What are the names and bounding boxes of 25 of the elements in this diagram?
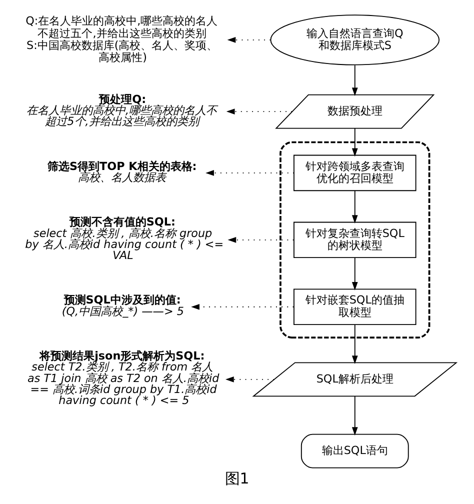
arrow	[226, 108, 293, 114]
node-text: 预测不含有值的SQL: select 高校.类别 , 高校.名称 group by 名人.高校id having count ( * ) <= VAL	[25, 216, 224, 262]
arrow	[352, 128, 358, 157]
node-box: 针对嵌套SQL的值抽取模型	[294, 288, 416, 326]
cluster	[280, 141, 430, 338]
node-text: 筛选S得到TOP K相关的表格: 高校、名人数据表	[47, 160, 197, 184]
arrow	[352, 190, 358, 224]
caption: 图1	[224, 469, 250, 488]
arrow	[352, 64, 358, 96]
arrow	[352, 324, 358, 364]
node-text: 预测SQL中涉及到的值: (Q,中国高校_*) ——> 5	[62, 294, 184, 318]
node-text: Q:在名人毕业的高校中,哪些高校的名人不超过五个,并给出这些高校的类别 S:中国高校数据库(高校、名人、奖项、高校属性)	[26, 14, 218, 64]
arrow	[225, 376, 275, 382]
arrow	[228, 236, 294, 243]
node-text: 预处理Q: 在名人毕业的高校中,哪些高校的名人不超过5个,并给出这些高校的类别	[26, 92, 218, 128]
arrow	[227, 37, 272, 43]
node-box: 针对复杂查询转SQL的树状模型	[294, 222, 416, 258]
node-box: 输出SQL语句	[300, 434, 409, 468]
node-text: 将预测结果json形式解析为SQL: select T2.类别 , T2.名称 from 名人 as T1 join 高校 as T2 on 名人.高校id == 高校.词条id group by T1.高校id having count ( * ) <= 5	[27, 350, 220, 408]
node-ellipse: 输入自然语言查询Q和数据库模式S	[270, 14, 440, 66]
arrow	[191, 304, 294, 310]
node-box: 针对跨领域多表查询优化的召回模型	[294, 154, 416, 192]
arrow	[352, 396, 358, 436]
arrow	[352, 257, 358, 290]
arrow	[206, 170, 294, 176]
